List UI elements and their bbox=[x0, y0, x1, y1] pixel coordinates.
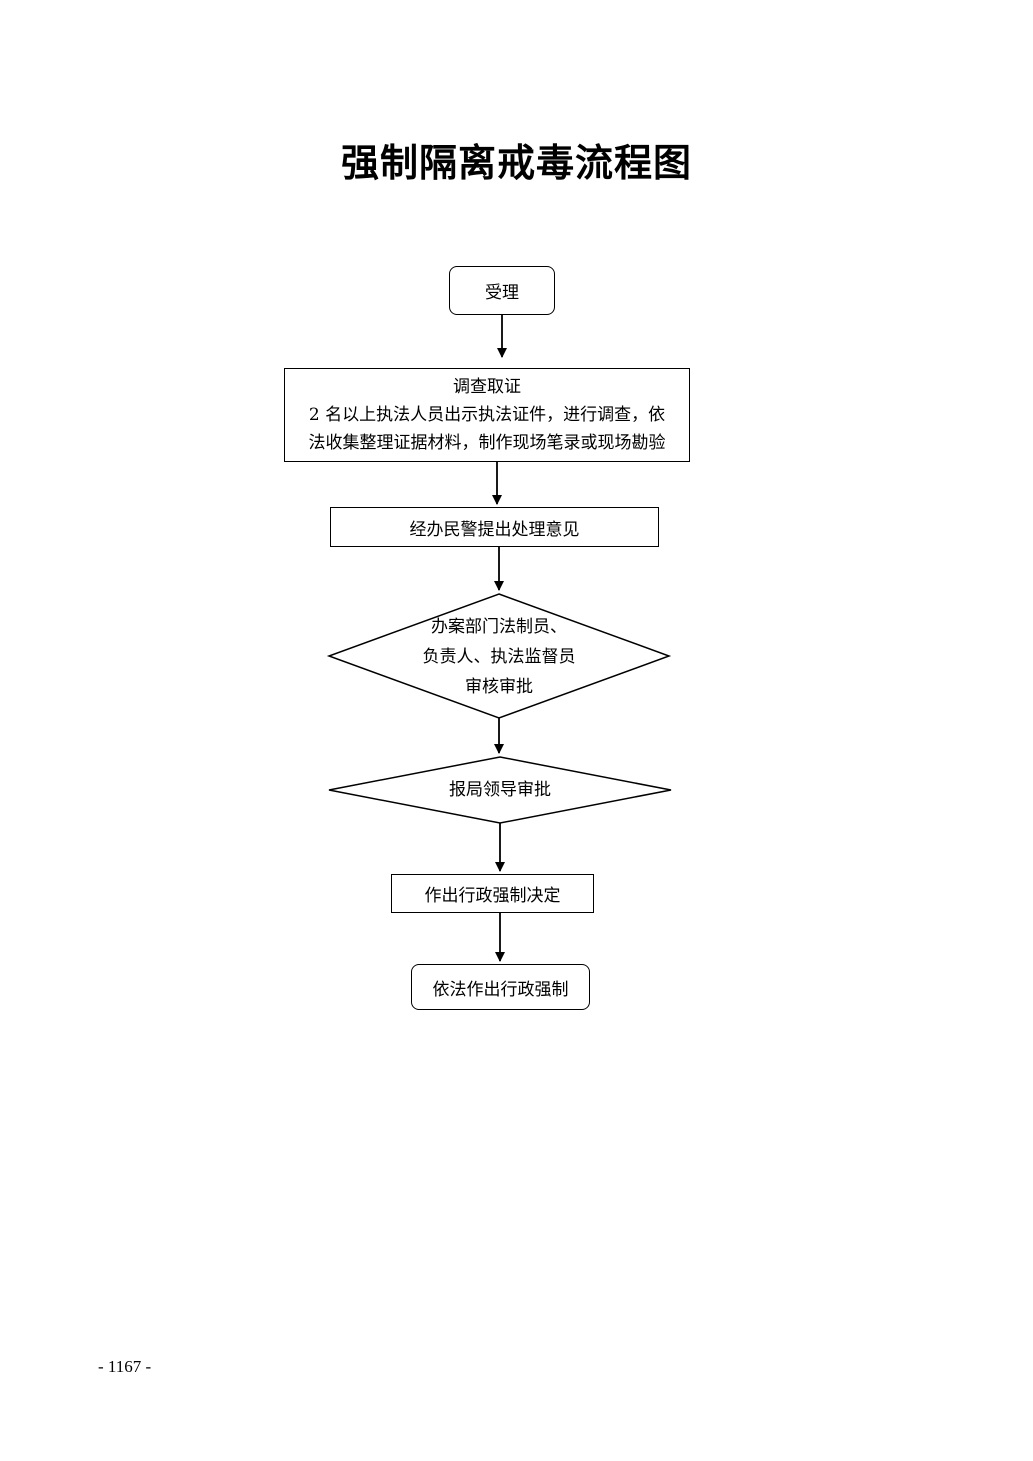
step-investigate-line-2: 法收集整理证据材料，制作现场笔录或现场勘验 bbox=[308, 433, 666, 453]
step-bureau-approval: 报局领导审批 bbox=[400, 775, 600, 805]
step-accept: 受理 bbox=[449, 266, 555, 315]
step-accept-label: 受理 bbox=[485, 283, 519, 303]
step-review-line-2: 审核审批 bbox=[465, 677, 533, 697]
step-investigate: 调查取证 2 名以上执法人员出示执法证件，进行调查，依 法收集整理证据材料，制作… bbox=[284, 368, 690, 462]
step-review-line-0: 办案部门法制员、 bbox=[431, 617, 567, 637]
step-decision-label: 作出行政强制决定 bbox=[424, 886, 561, 906]
step-opinion: 经办民警提出处理意见 bbox=[330, 507, 659, 547]
step-execute-label: 依法作出行政强制 bbox=[432, 979, 569, 1000]
step-review-line-1: 负责人、执法监督员 bbox=[422, 647, 576, 667]
step-investigate-line-1: 2 名以上执法人员出示执法证件，进行调查，依 bbox=[308, 405, 666, 425]
page-title: 强制隔离戒毒流程图 bbox=[340, 140, 692, 185]
step-opinion-label: 经办民警提出处理意见 bbox=[409, 519, 580, 540]
diamond-review bbox=[326, 593, 672, 719]
step-bureau-approval-label: 报局领导审批 bbox=[449, 780, 551, 800]
diamond-bureau-approval bbox=[328, 756, 672, 824]
page-number: - 1167 - bbox=[98, 1357, 152, 1376]
step-investigate-title: 调查取证 bbox=[453, 377, 521, 397]
step-execute: 依法作出行政强制 bbox=[411, 964, 590, 1010]
step-decision: 作出行政强制决定 bbox=[391, 874, 594, 913]
step-review: 办案部门法制员、 负责人、执法监督员 审核审批 bbox=[399, 612, 599, 702]
